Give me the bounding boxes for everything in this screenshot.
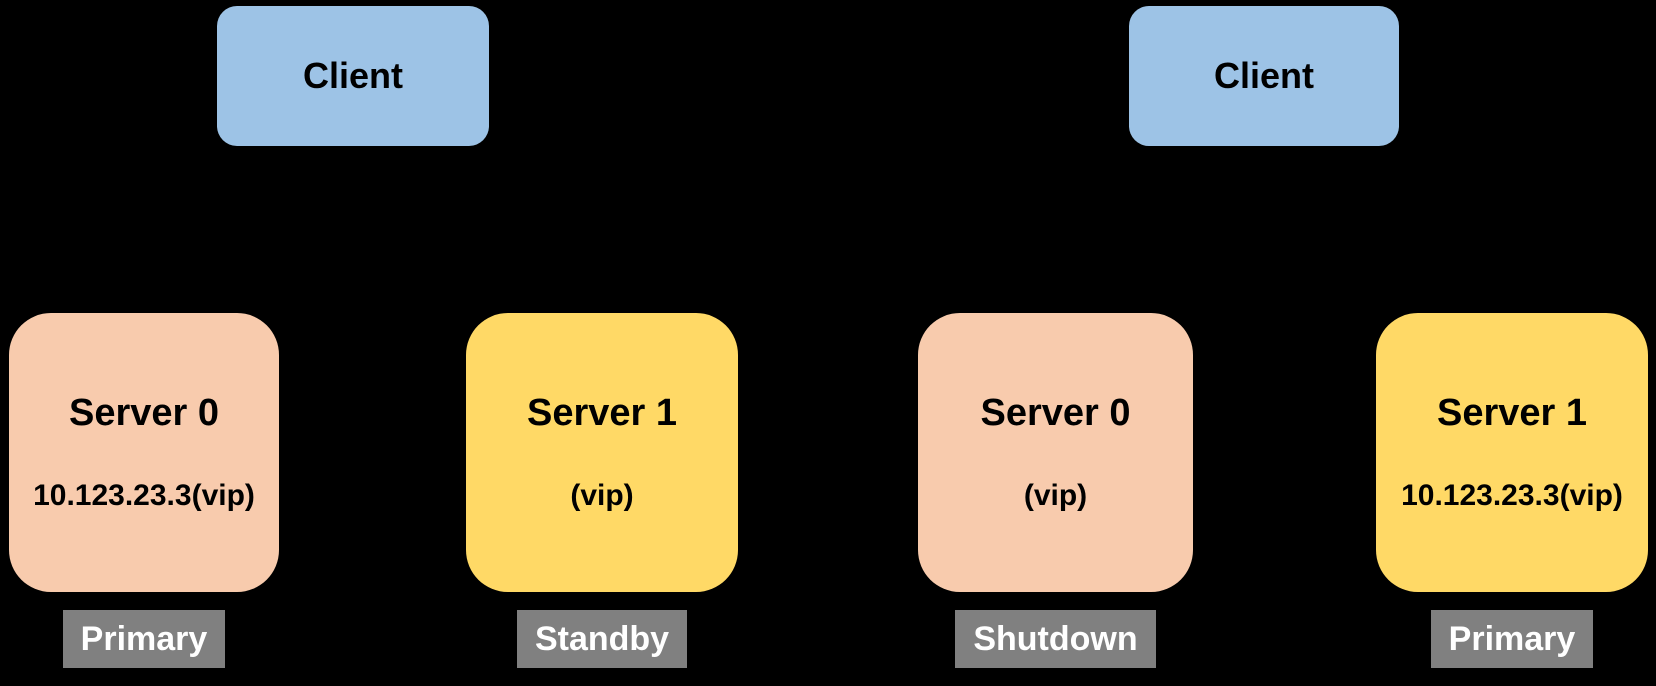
- server-state-badge: Primary: [1430, 610, 1594, 668]
- server-node: Server 0 (vip): [918, 313, 1193, 592]
- server-name: Server 0: [68, 392, 219, 434]
- server-state-badge: Shutdown: [955, 610, 1156, 668]
- server-name: Server 1: [1436, 392, 1587, 434]
- server-vip-address: (vip): [570, 479, 634, 512]
- server-node: Server 1 (vip): [466, 313, 738, 592]
- server-vip-address: 10.123.23.3(vip): [33, 479, 255, 512]
- server-node: Server 0 10.123.23.3(vip): [9, 313, 279, 592]
- server-node: Server 1 10.123.23.3(vip): [1376, 313, 1648, 592]
- server-vip-address: 10.123.23.3(vip): [1401, 479, 1623, 512]
- server-state-badge: Standby: [516, 610, 688, 668]
- server-name: Server 0: [980, 392, 1131, 434]
- client-label: Client: [302, 55, 403, 96]
- badge-row: Primary: [9, 610, 279, 668]
- client-node: Client: [217, 6, 489, 146]
- client-node: Client: [1129, 6, 1399, 146]
- badge-row: Shutdown: [918, 610, 1193, 668]
- badge-row: Primary: [1376, 610, 1648, 668]
- server-vip-address: (vip): [1023, 479, 1088, 512]
- server-state-badge: Primary: [62, 610, 226, 668]
- badge-row: Standby: [466, 610, 738, 668]
- server-name: Server 1: [526, 392, 677, 434]
- client-label: Client: [1213, 55, 1314, 96]
